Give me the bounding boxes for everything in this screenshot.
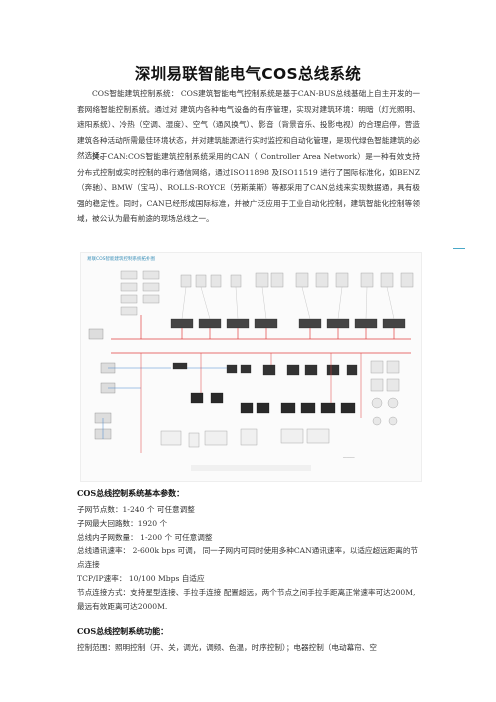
params-list: 子网节点数：1-240 个 可任意调整 子网最大回路数：1920 个 总线内子网… <box>77 503 422 613</box>
param-item: 子网最大回路数：1920 个 <box>77 518 168 528</box>
topology-diagram: 易联COS智能建筑控制系统拓扑图 <box>80 252 422 482</box>
intro-paragraph-text: COS智能建筑控制系统： COS建筑智能电气控制系统是基于CAN-BUS总线基础… <box>77 89 420 161</box>
params-heading: COS总线控制系统基本参数： <box>77 488 185 498</box>
param-item: 子网节点数：1-240 个 可任意调整 <box>77 505 195 514</box>
can-paragraph-text: 关于CAN:COS智能建筑控制系统采用的CAN（ Controller Area… <box>77 152 420 224</box>
diagram-title: 易联COS智能建筑控制系统拓扑图 <box>87 257 156 262</box>
intro-paragraph: COS智能建筑控制系统： COS建筑智能电气控制系统是基于CAN-BUS总线基础… <box>77 86 420 164</box>
can-paragraph: 关于CAN:COS智能建筑控制系统采用的CAN（ Controller Area… <box>77 149 420 227</box>
param-item: 节点连接方式：支持星型连接、手拉手连接 配置超远，两个节点之间手拉手距离正常速率… <box>77 587 416 611</box>
functions-text: 控制范围：照明控制（开、关，调光，调频、色温，时序控制）；电器控制（电动幕帘、空 <box>77 643 377 652</box>
svg-text:──────: ────── <box>342 456 355 460</box>
margin-mark <box>453 248 465 249</box>
page-title: 深圳易联智能电气COS总线系统 <box>134 65 362 83</box>
topology-diagram-graphic: ────── <box>88 270 414 471</box>
functions-heading: COS总线控制系统功能： <box>77 626 169 636</box>
param-item: 总线内子网数量： 1-200 个 可任意调整 <box>77 532 213 542</box>
param-item: 总线通讯速率： 2-600k bps 可调， 同一子网内可同时使用多种CAN通讯… <box>77 546 419 570</box>
param-item: TCP/IP速率： 10/100 Mbps 自适应 <box>77 573 205 583</box>
